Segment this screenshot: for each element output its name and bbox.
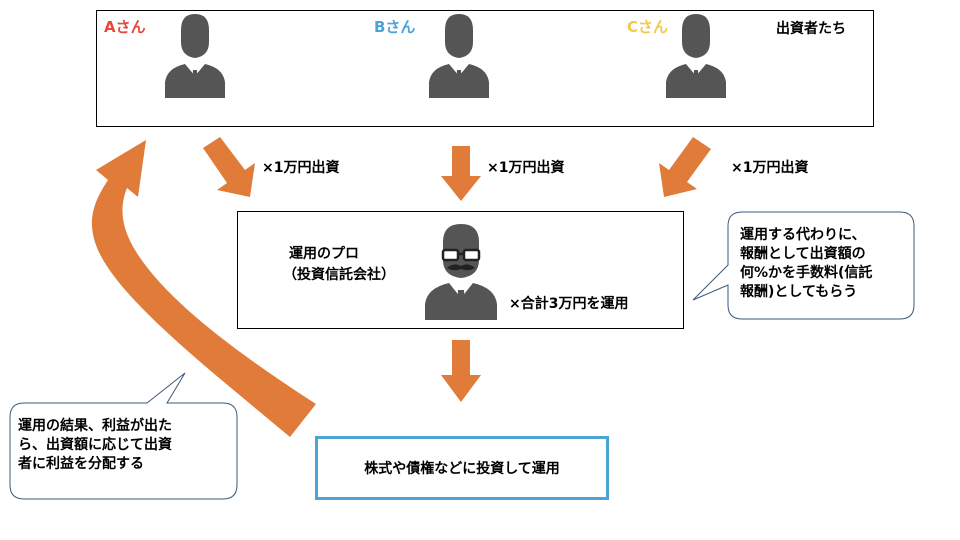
fee-callout-line: 運用する代わりに、	[740, 227, 866, 243]
pro-title-line2: （投資信託会社）	[283, 267, 395, 283]
investors-group-label: 出資者たち	[776, 21, 846, 37]
profit-callout-line: 者に利益を分配する	[18, 456, 144, 472]
person-icon	[165, 14, 225, 98]
investment-label: 株式や債権などに投資して運用	[364, 461, 560, 477]
pro-title-line1: 運用のプロ	[289, 246, 359, 262]
fee-callout-line: 報酬)としてもらう	[740, 284, 858, 300]
investor-b-name: Bさん	[374, 18, 416, 36]
fee-callout-bubble	[692, 211, 915, 320]
investment-pro-box	[237, 211, 684, 329]
arrow-pro-to-investment	[441, 340, 481, 402]
arrow-a-to-pro	[203, 137, 255, 197]
person-icon	[666, 14, 726, 98]
fee-callout: 運用する代わりに、 報酬として出資額の 何%かを手数料(信託 報酬)としてもらう	[740, 226, 872, 302]
pro-total-label: ×合計3万円を運用	[509, 296, 629, 312]
investment-box: 株式や債権などに投資して運用	[315, 436, 609, 500]
contribution-label-b: ×1万円出資	[487, 160, 565, 176]
person-icon	[429, 14, 489, 98]
investor-c-name: Cさん	[627, 18, 669, 36]
contribution-label-a: ×1万円出資	[262, 160, 340, 176]
fee-callout-line: 何%かを手数料(信託	[740, 265, 873, 281]
contribution-label-c: ×1万円出資	[731, 160, 809, 176]
professional-person-icon	[425, 224, 497, 320]
profit-callout: 運用の結果、利益が出た ら、出資額に応じて出資 者に利益を分配する	[18, 417, 172, 474]
investors-box	[96, 10, 874, 127]
arrow-b-to-pro	[441, 146, 481, 201]
profit-callout-bubble	[9, 372, 238, 500]
arrow-c-to-pro	[659, 137, 711, 197]
investor-a-name: Aさん	[104, 18, 146, 36]
arrow-return-to-investors	[91, 140, 317, 437]
profit-callout-line: ら、出資額に応じて出資	[18, 437, 172, 453]
profit-callout-line: 運用の結果、利益が出た	[18, 418, 172, 434]
fee-callout-line: 報酬として出資額の	[740, 246, 866, 262]
